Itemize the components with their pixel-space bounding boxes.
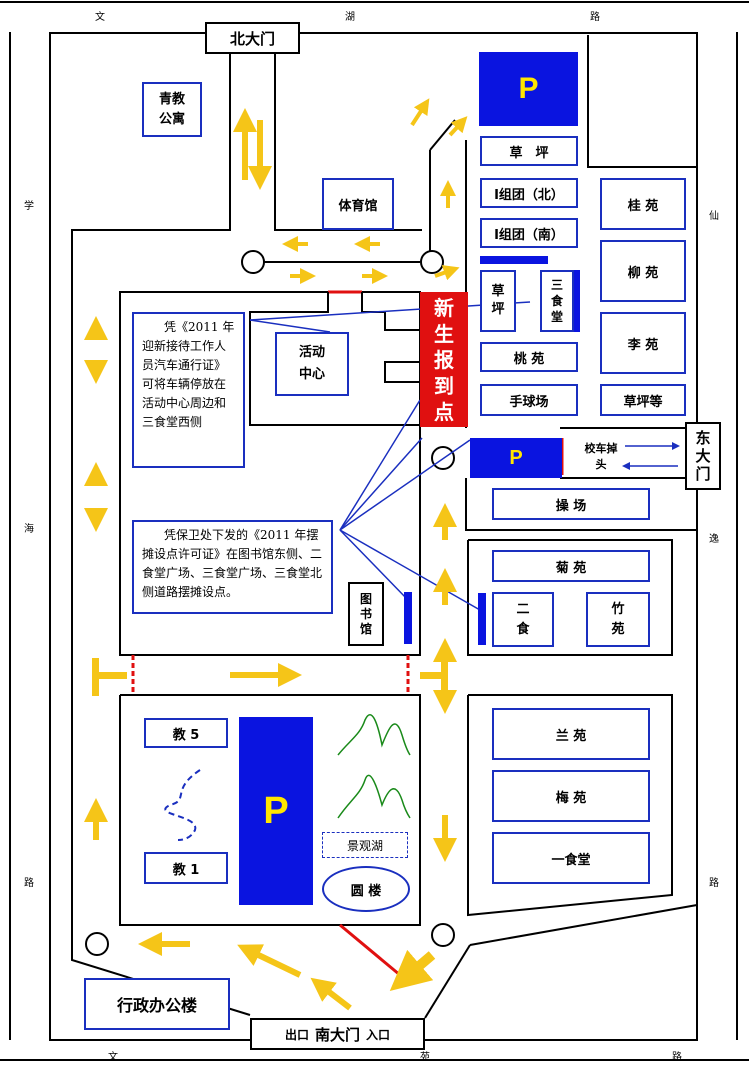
taoyuan-dorm[interactable]: 桃 苑	[480, 342, 578, 372]
lawn-north[interactable]: 草 坪	[480, 136, 578, 166]
juyuan-dorm[interactable]: 菊 苑	[492, 550, 650, 582]
road-label-left: 海	[24, 524, 34, 535]
south-gate[interactable]: 出口 南大门 入口	[250, 1018, 425, 1050]
south-exit-label: 出口	[284, 1027, 309, 1042]
shuttle-turnaround-label: 校车掉头	[584, 442, 618, 471]
east-gate[interactable]: 东大门	[685, 422, 721, 490]
activity-center[interactable]: 活动中心	[275, 332, 349, 396]
road-label-bottom: 路	[672, 1052, 682, 1063]
road-label-top: 文	[95, 12, 105, 23]
group-one-south[interactable]: Ⅰ组团（南）	[480, 218, 578, 248]
road-label-right: 逸	[709, 534, 719, 545]
parking-south: P	[239, 717, 313, 905]
road-label-top: 路	[590, 12, 600, 23]
group-one-north[interactable]: Ⅰ组团（北）	[480, 178, 578, 208]
traffic-arrows	[84, 98, 468, 1011]
canteen-two[interactable]: 二食	[492, 592, 554, 647]
south-gate-label: 南大门	[314, 1025, 360, 1044]
canteen-one[interactable]: 一食堂	[492, 832, 650, 884]
lawn-etc[interactable]: 草坪等	[600, 384, 686, 416]
lawn-small[interactable]: 草坪	[480, 270, 516, 332]
meiyuan-dorm[interactable]: 梅 苑	[492, 770, 650, 822]
road-label-top: 湖	[345, 12, 355, 23]
road-label-right: 路	[709, 878, 719, 889]
teaching-building-one[interactable]: 教 1	[144, 852, 228, 884]
guiyuan-dorm[interactable]: 桂 苑	[600, 178, 686, 230]
scenic-lake[interactable]: 景观湖	[322, 832, 408, 858]
liyuan-dorm[interactable]: 李 苑	[600, 312, 686, 374]
road-label-left: 路	[24, 878, 34, 889]
parking-pass-note: 凭《2011 年迎新接待工作人员汽车通行证》可将车辆停放在活动中心周边和三食堂西…	[132, 312, 245, 468]
round-building[interactable]: 圆 楼	[322, 866, 410, 912]
road-label-bottom: 文	[108, 1052, 118, 1063]
parking-north: P	[479, 52, 578, 126]
north-gate[interactable]: 北大门	[205, 22, 300, 54]
south-entry-label: 入口	[366, 1027, 391, 1042]
admin-office-building[interactable]: 行政办公楼	[84, 978, 230, 1030]
lanyuan-dorm[interactable]: 兰 苑	[492, 708, 650, 760]
callout-lines	[249, 301, 531, 611]
zhuyuan-dorm[interactable]: 竹苑	[586, 592, 650, 647]
sports-field[interactable]: 操 场	[492, 488, 650, 520]
parking-east: P	[470, 438, 562, 478]
gymnasium[interactable]: 体育馆	[322, 178, 394, 230]
teaching-building-five[interactable]: 教 5	[144, 718, 228, 748]
qingjiao-apartment[interactable]: 青教公寓	[142, 82, 202, 137]
stall-permit-note: 凭保卫处下发的《2011 年摆摊设点许可证》在图书馆东侧、二食堂广场、三食堂广场…	[132, 520, 333, 614]
registration-point[interactable]: 新生报到点	[420, 292, 468, 427]
road-label-right: 仙	[709, 211, 719, 222]
road-label-left: 学	[24, 201, 34, 212]
road-label-bottom: 苑	[420, 1052, 430, 1063]
library[interactable]: 图书馆	[348, 582, 384, 646]
handball-court[interactable]: 手球场	[480, 384, 578, 416]
canteen-three[interactable]: 三食堂	[540, 270, 574, 332]
liuyuan-dorm[interactable]: 柳 苑	[600, 240, 686, 302]
